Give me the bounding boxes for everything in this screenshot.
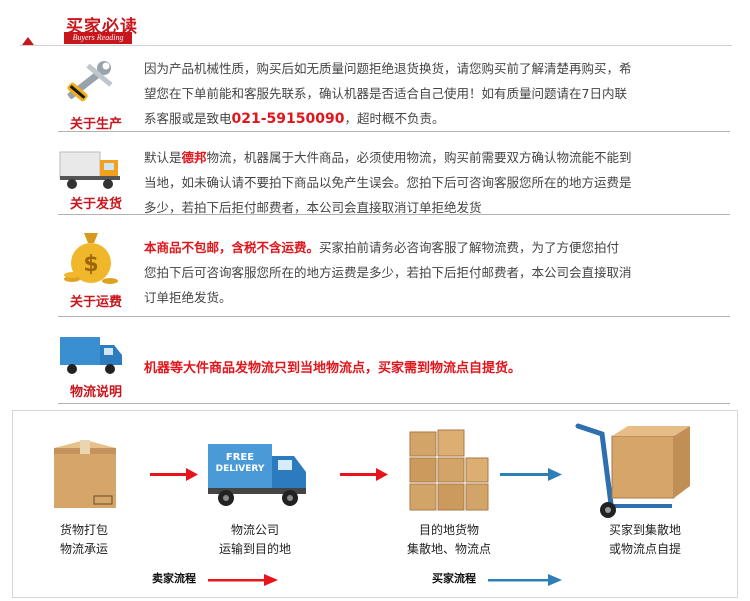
tools-icon bbox=[58, 58, 118, 110]
section-label-freight: 关于运费 bbox=[69, 295, 122, 310]
step-caption: 物流公司 运输到目的地 bbox=[218, 523, 291, 556]
buyer-arrow bbox=[500, 467, 562, 481]
step-caption: 买家到集散地 或物流点自提 bbox=[608, 523, 681, 556]
shipping-text: 默认是德邦物流，机器属于大件商品，必须使用物流，购买前需要双方确认物流能不能到 … bbox=[144, 145, 724, 220]
header-divider bbox=[20, 45, 732, 46]
production-text: 因为产品机械性质，购买后如无质量问题拒绝退货换货，请您购买前了解清楚再购买，希 … bbox=[144, 56, 724, 132]
section-label-shipping: 关于发货 bbox=[69, 197, 122, 212]
hand-truck-icon bbox=[572, 422, 692, 520]
shipping-line-2: 当地，如未确认请不要拍下商品以免产生误会。您拍下后可咨询客服您所在的地方运费是 bbox=[144, 175, 632, 190]
money-bag-icon: $ bbox=[62, 225, 120, 287]
production-line-3: 系客服或是致电021-59150090，超时概不负责。 bbox=[144, 111, 445, 127]
truck-text-free: FREE bbox=[225, 452, 255, 463]
header-marker bbox=[22, 37, 34, 45]
legend-seller-label: 卖家流程 bbox=[152, 573, 196, 585]
legend-seller-arrow bbox=[208, 571, 278, 586]
truck-text-delivery: DELIVERY bbox=[215, 464, 265, 474]
cardboard-box-icon bbox=[50, 438, 120, 510]
section-label-logistics: 物流说明 bbox=[69, 385, 122, 400]
divider bbox=[58, 316, 730, 317]
legend-buyer-arrow bbox=[488, 571, 562, 586]
section-label-production: 关于生产 bbox=[69, 117, 122, 132]
brand-name: 德邦 bbox=[181, 150, 207, 165]
step-caption: 目的地货物 集散地、物流点 bbox=[406, 523, 491, 556]
freight-line-2: 您拍下后可咨询客服您所在的地方运费是多少，若拍下后拒付邮费者，本公司会直接取消 bbox=[144, 265, 632, 280]
legend-buyer-label: 买家流程 bbox=[432, 573, 476, 585]
logistics-highlight: 机器等大件商品发物流只到当地物流点，买家需到物流点自提货。 bbox=[144, 361, 522, 376]
freight-line-1: 本商品不包邮，含税不含运费。买家拍前请务必咨询客服了解物流费，为了方便您拍付 bbox=[144, 240, 620, 255]
shipping-line-3: 多少，若拍下后拒付邮费者，本公司会直接取消订单拒绝发货 bbox=[144, 200, 482, 215]
step-caption: 货物打包 物流承运 bbox=[59, 523, 108, 556]
delivery-truck-icon bbox=[58, 333, 126, 377]
page-subtitle: Buyers Reading bbox=[64, 32, 132, 44]
freight-line-3: 订单拒绝发货。 bbox=[144, 290, 232, 305]
phone-number: 021-59150090 bbox=[231, 111, 345, 127]
divider bbox=[58, 131, 730, 132]
truck-icon bbox=[58, 146, 128, 192]
seller-arrow bbox=[340, 467, 388, 481]
free-delivery-truck-icon bbox=[206, 440, 308, 508]
divider bbox=[58, 403, 730, 404]
freight-highlight: 本商品不包邮，含税不含运费。 bbox=[144, 240, 320, 255]
seller-arrow bbox=[150, 467, 198, 481]
stacked-boxes-icon bbox=[408, 428, 490, 514]
production-line-2: 望您在下单前能和客服先联系，确认机器是否适合自己使用！如有质量问题请在7日内联 bbox=[144, 86, 627, 101]
svg-text:$: $ bbox=[83, 252, 98, 277]
freight-text: 本商品不包邮，含税不含运费。买家拍前请务必咨询客服了解物流费，为了方便您拍付 您… bbox=[144, 235, 724, 310]
production-line-1: 因为产品机械性质，购买后如无质量问题拒绝退货换货，请您购买前了解清楚再购买，希 bbox=[144, 61, 632, 76]
divider bbox=[58, 214, 730, 215]
shipping-line-1: 默认是德邦物流，机器属于大件商品，必须使用物流，购买前需要双方确认物流能不能到 bbox=[144, 150, 632, 165]
